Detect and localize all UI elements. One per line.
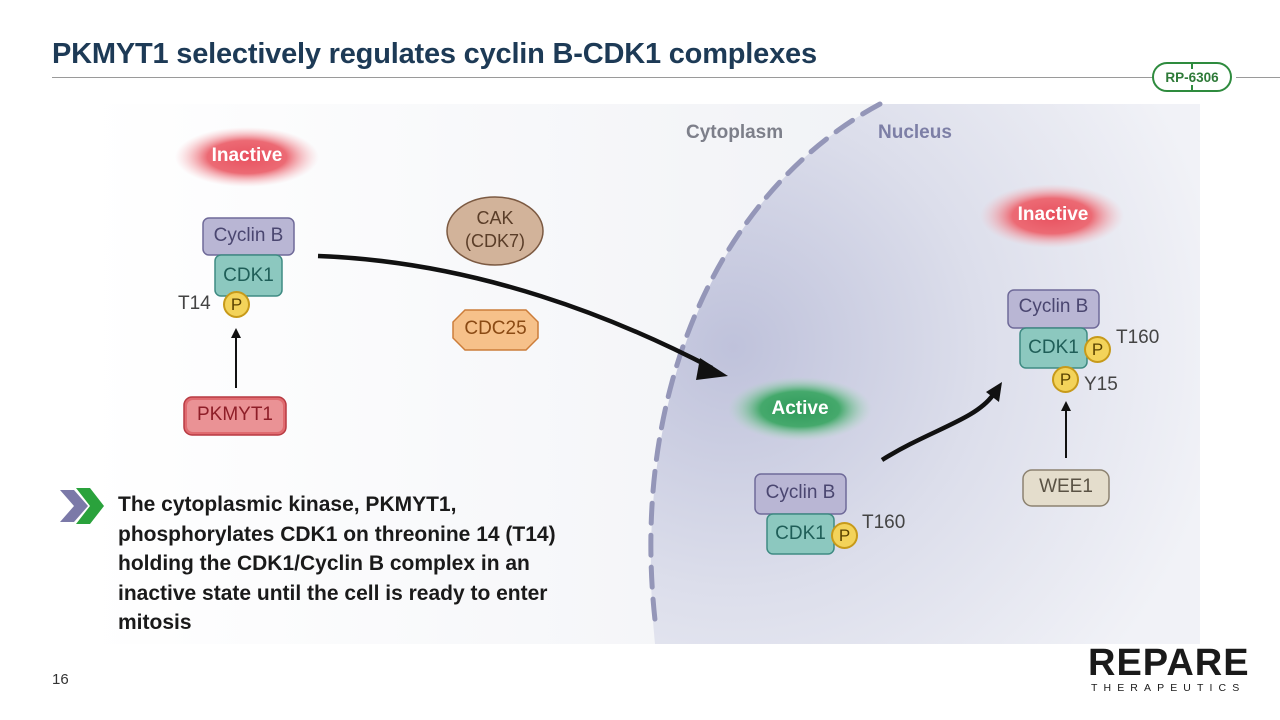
cdc25-octagon — [452, 309, 539, 351]
inactive-glow-left — [175, 127, 319, 187]
page-number: 16 — [52, 671, 69, 688]
y15-site-label: Y15 — [1084, 374, 1118, 395]
cak-oval — [446, 196, 544, 266]
company-logo-tagline: THERAPEUTICS — [1091, 682, 1246, 694]
cdk1-label-active: CDK1 — [775, 523, 826, 544]
phosphate-t14: P — [223, 291, 250, 318]
inactive-label-left: Inactive — [211, 145, 283, 166]
page-title: PKMYT1 selectively regulates cyclin B-CD… — [52, 38, 817, 70]
cyclin-b-label-active: Cyclin B — [765, 482, 836, 503]
active-label: Active — [771, 398, 829, 419]
badge-tick — [1191, 62, 1193, 69]
phosphate-t160-right: P — [1084, 336, 1111, 363]
title-divider — [52, 77, 1162, 78]
inactivation-arrow — [880, 393, 995, 462]
inactive-label-right: Inactive — [1017, 204, 1089, 225]
phosphate-y15: P — [1052, 366, 1079, 393]
cyclin-b-label-right: Cyclin B — [1018, 296, 1089, 317]
title-divider-right — [1236, 77, 1280, 78]
bullet-text: The cytoplasmic kinase, PKMYT1, phosphor… — [118, 493, 556, 634]
nucleus-label: Nucleus — [878, 122, 952, 143]
t14-site-label: T14 — [178, 293, 211, 314]
inactive-glow-right — [980, 184, 1124, 248]
bullet-chevron-back — [60, 490, 88, 522]
cyclin-b-label-left: Cyclin B — [213, 225, 284, 246]
cdk1-box-left — [214, 254, 283, 297]
bullet-chevron-front — [76, 488, 104, 524]
company-logo: REPARE — [1088, 642, 1250, 684]
nuclear-envelope — [648, 101, 883, 623]
wee1-box — [1022, 469, 1110, 507]
cak-label: CAK (CDK7) — [464, 208, 525, 251]
t160-site-label-right: T160 — [1116, 327, 1160, 348]
active-glow — [728, 377, 872, 441]
cdk1-label-left: CDK1 — [223, 265, 274, 286]
t160-site-label-active: T160 — [862, 512, 906, 533]
cytoplasm-label: Cytoplasm — [686, 122, 784, 143]
pkmyt1-label: PKMYT1 — [196, 404, 274, 425]
phosphate-t160-active: P — [831, 522, 858, 549]
activation-arrow — [317, 253, 714, 370]
badge-tick — [1191, 85, 1193, 92]
wee1-label: WEE1 — [1039, 476, 1093, 497]
cdk1-label-right: CDK1 — [1028, 337, 1079, 358]
cdc25-label: CDC25 — [464, 318, 527, 339]
